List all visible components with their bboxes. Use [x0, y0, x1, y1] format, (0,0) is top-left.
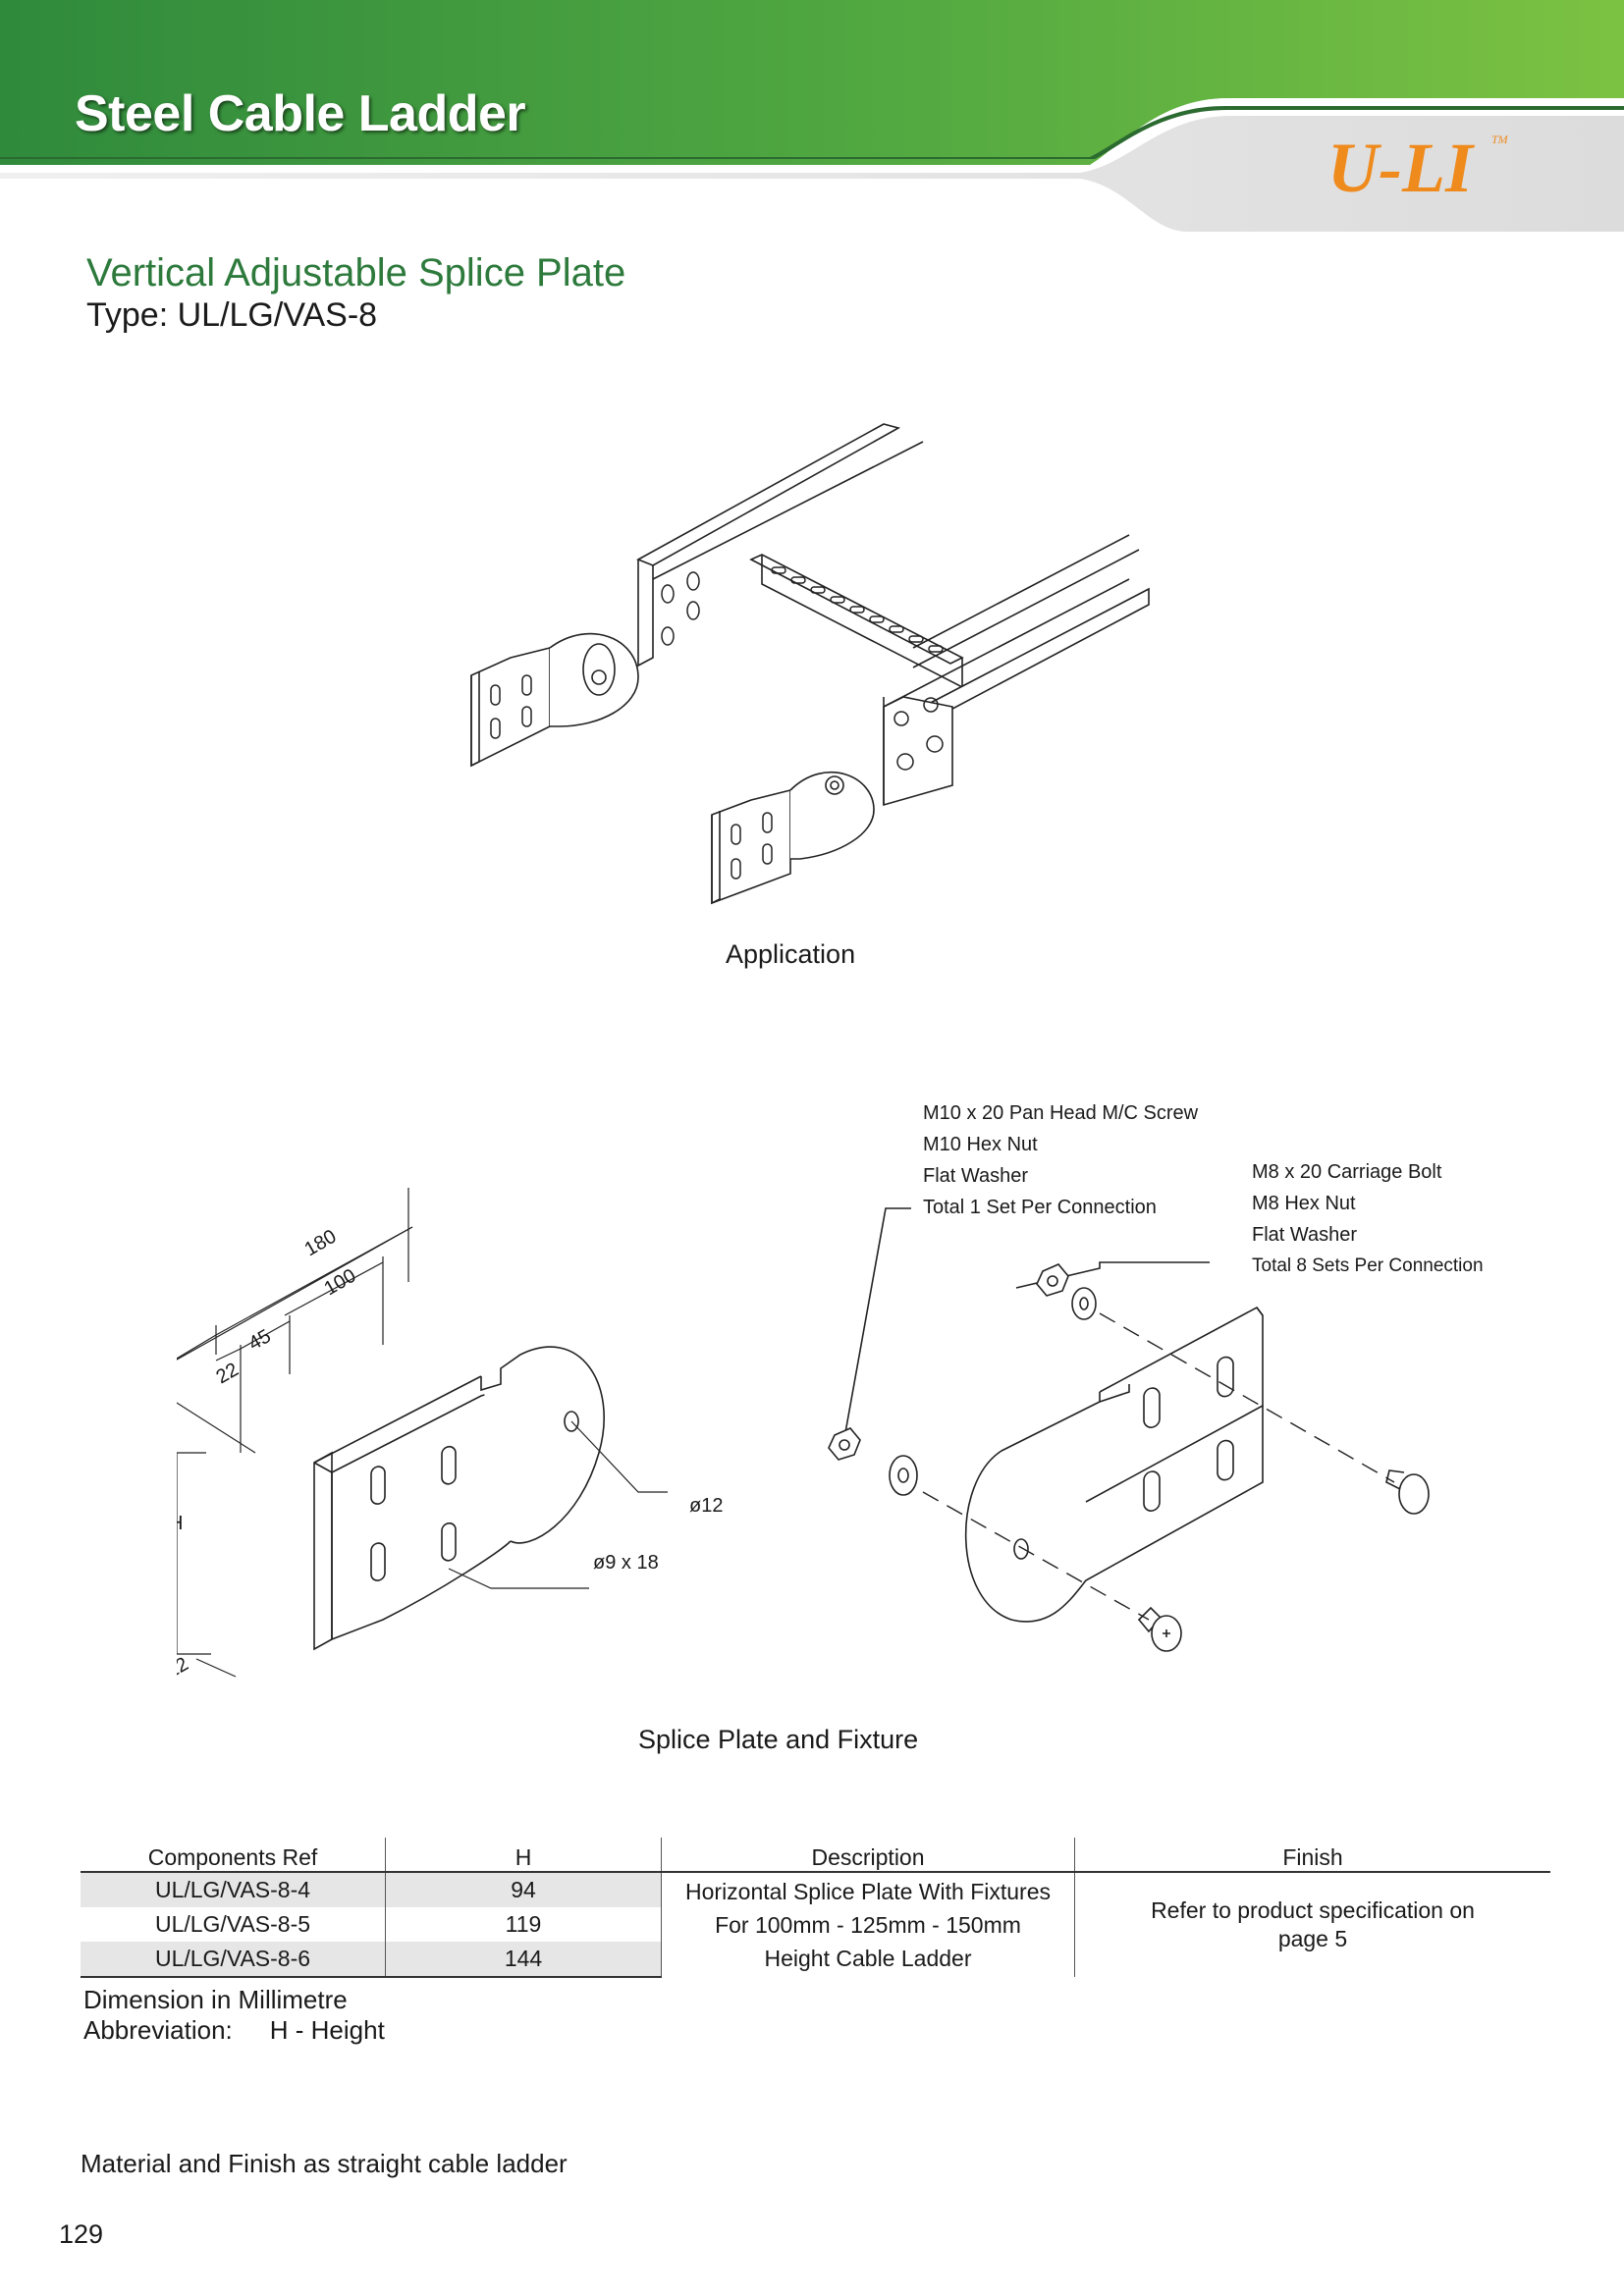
col-header-h: H [385, 1838, 662, 1873]
dimension-note: Dimension in Millimetre [83, 1985, 348, 2014]
trademark-mark: TM [1491, 133, 1508, 146]
table-row: UL/LG/VAS-8-4 94 Horizontal Splice Plate… [81, 1872, 1550, 1977]
dim-h: H [177, 1513, 183, 1534]
description-line: Horizontal Splice Plate With Fixtures [685, 1879, 1051, 1904]
caption-splice-plate: Splice Plate and Fixture [638, 1725, 919, 1754]
finish-line: page 5 [1277, 1926, 1348, 1951]
dim-hole: ø12 [689, 1495, 723, 1517]
header-title: Steel Cable Ladder [75, 85, 526, 142]
abbreviation-label: Abbreviation: [83, 2015, 233, 2045]
col-header-ref: Components Ref [81, 1838, 386, 1873]
header-banner [0, 0, 1624, 232]
dim-100: 100 [321, 1265, 360, 1301]
cell-h: 94 [385, 1872, 662, 1907]
svg-text:M8 Hex Nut: M8 Hex Nut [1252, 1193, 1356, 1214]
svg-text:M10 x 20 Pan Head M/C Screw: M10 x 20 Pan Head M/C Screw [923, 1102, 1199, 1124]
finish-line: Refer to product specification on [1151, 1897, 1475, 1923]
fixture-exploded-drawing: M10 x 20 Pan Head M/C Screw M10 Hex Nut … [828, 1102, 1484, 1652]
dim-22: 22 [213, 1359, 243, 1388]
material-note: Material and Finish as straight cable la… [81, 2149, 568, 2178]
table-row: UL/LG/VAS-8-5 119 [81, 1907, 1550, 1942]
svg-text:M8 x 20 Carriage Bolt: M8 x 20 Carriage Bolt [1252, 1161, 1442, 1183]
table-row: UL/LG/VAS-8-6 144 [81, 1942, 1550, 1978]
col-header-description: Description [661, 1838, 1075, 1873]
dim-45: 45 [245, 1325, 275, 1355]
svg-text:Flat Washer: Flat Washer [1252, 1224, 1357, 1246]
cell-ref: UL/LG/VAS-8-4 [81, 1872, 386, 1907]
splice-plate-dimension-drawing: 180 100 90 45 22 H 12 ø12 ø9 x 18 [177, 1188, 723, 1682]
dim-180: 180 [301, 1226, 341, 1261]
svg-text:Total 1 Set Per Connection: Total 1 Set Per Connection [923, 1197, 1157, 1218]
bolt-set-notes: M8 x 20 Carriage Bolt M8 Hex Nut Flat Wa… [1252, 1161, 1484, 1276]
caption-application: Application [726, 939, 856, 969]
cell-h: 144 [385, 1942, 662, 1978]
abbreviation-value: H - Height [269, 2015, 385, 2045]
svg-text:Flat Washer: Flat Washer [923, 1165, 1028, 1187]
dim-12: 12 [177, 1653, 192, 1682]
svg-text:Total 8 Sets Per Connection: Total 8 Sets Per Connection [1252, 1255, 1484, 1276]
abbreviation-note: Abbreviation: H - Height [83, 2015, 385, 2046]
dim-90: 90 [177, 1331, 179, 1361]
cell-ref: UL/LG/VAS-8-5 [81, 1907, 386, 1942]
cell-description: Horizontal Splice Plate With Fixtures Fo… [661, 1872, 1075, 1977]
product-type: Type: UL/LG/VAS-8 [86, 296, 378, 334]
application-drawing [470, 423, 1150, 905]
brand-logo: U-LI [1327, 129, 1473, 207]
description-line: For 100mm - 125mm - 150mm [715, 1912, 1021, 1938]
page-number: 129 [59, 2219, 104, 2249]
spec-table: Components Ref H Description Finish UL/L… [81, 1838, 1550, 1978]
description-line: Height Cable Ladder [764, 1946, 972, 1971]
cell-ref: UL/LG/VAS-8-6 [81, 1942, 386, 1978]
cell-h: 119 [385, 1907, 662, 1942]
cell-finish: Refer to product specification on page 5 [1075, 1872, 1551, 1977]
screw-set-notes: M10 x 20 Pan Head M/C Screw M10 Hex Nut … [923, 1102, 1199, 1218]
product-title: Vertical Adjustable Splice Plate [86, 251, 626, 294]
dim-slot: ø9 x 18 [593, 1552, 659, 1574]
col-header-finish: Finish [1074, 1838, 1550, 1873]
svg-text:M10 Hex Nut: M10 Hex Nut [923, 1134, 1038, 1155]
